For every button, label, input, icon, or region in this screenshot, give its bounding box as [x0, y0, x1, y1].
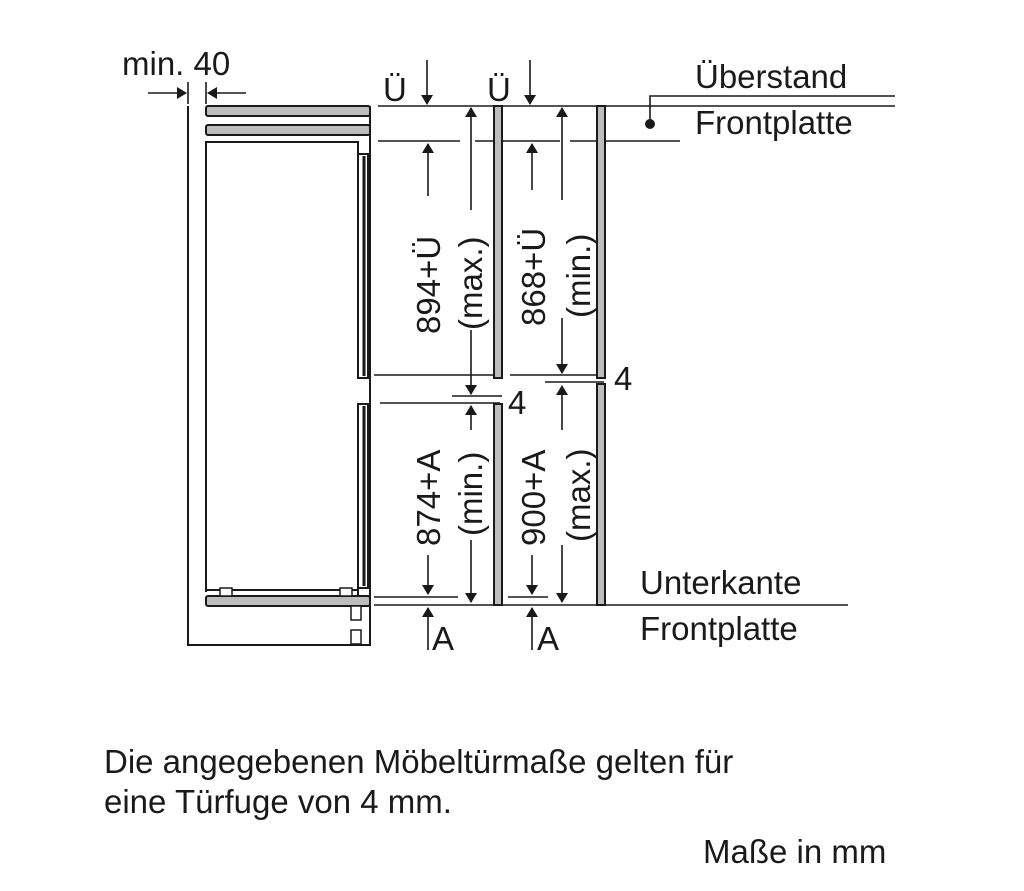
label-unterkante: Unterkante: [640, 564, 801, 601]
overhang-symbol-left: Ü: [383, 71, 407, 108]
bottom-symbol-right: A: [537, 620, 559, 657]
gap-label-left: 4: [508, 384, 526, 421]
qual-max-upper-left: (max.): [452, 237, 489, 331]
upper-left-dimension: 894+Ü (max.): [410, 107, 489, 395]
label-ueberstand: Überstand: [695, 58, 847, 95]
left-upper-front: [493, 105, 503, 379]
dim-874-a: 874+A: [410, 450, 447, 546]
units-note: Maße in mm: [703, 833, 887, 870]
overhang-callout: Überstand Frontplatte: [645, 58, 895, 141]
min-gap-dimension: min. 40: [122, 45, 246, 104]
lower-left-dimension: 874+A (min.): [410, 450, 489, 603]
label-frontplatte-top: Frontplatte: [695, 104, 853, 141]
bottom-offset-markers: A A: [422, 607, 559, 657]
door-fronts: [493, 105, 606, 606]
bottom-edge-callout: Unterkante Frontplatte: [640, 564, 801, 647]
dim-868-u: 868+Ü: [515, 228, 552, 326]
reference-lines: [374, 105, 895, 606]
gap-label-right: 4: [614, 360, 632, 397]
min-gap-label: min. 40: [122, 45, 230, 82]
qual-max-lower-right: (max.): [560, 449, 597, 543]
note-line-2: eine Türfuge von 4 mm.: [104, 783, 452, 820]
dim-900-a: 900+A: [515, 450, 552, 546]
left-lower-front: [493, 403, 503, 606]
right-lower-front: [596, 383, 606, 606]
overhang-markers: Ü Ü: [383, 60, 536, 108]
overhang-symbol-right: Ü: [487, 71, 511, 108]
upper-right-dimension: 868+Ü (min.): [515, 107, 597, 374]
dim-894-u: 894+Ü: [410, 236, 447, 334]
qual-min-lower-left: (min.): [452, 452, 489, 536]
note-line-1: Die angegebenen Möbeltürmaße gelten für: [104, 743, 734, 780]
appliance-outline: [187, 105, 371, 646]
qual-min-upper-right: (min.): [560, 234, 597, 318]
lower-right-dimension: 900+A (max.): [515, 449, 597, 603]
bottom-symbol-left: A: [432, 620, 454, 657]
label-frontplatte-bottom: Frontplatte: [640, 610, 798, 647]
right-upper-front: [596, 105, 606, 379]
